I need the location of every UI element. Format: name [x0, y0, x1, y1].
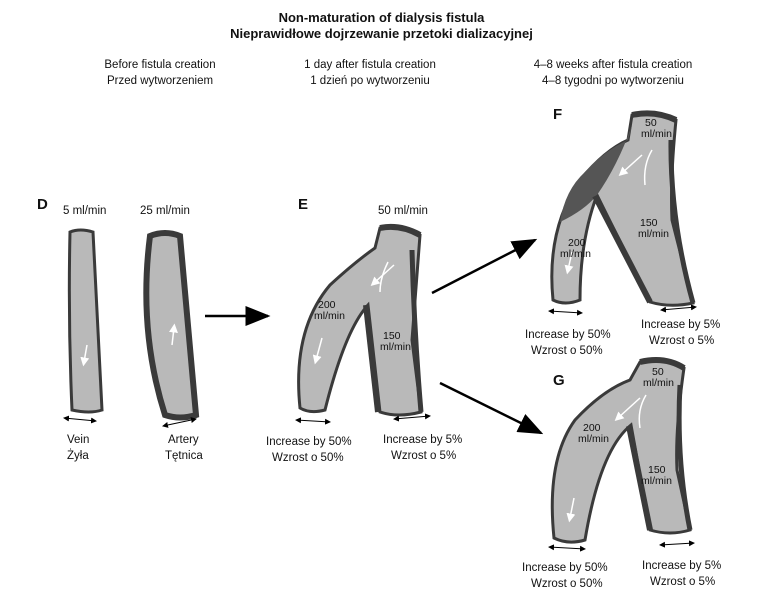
column-header-before-pl: Przed wytworzeniem	[106, 75, 214, 87]
column-header-weeks-en: 4–8 weeks after fistula creation	[533, 59, 693, 71]
panel-d-artery-flow: 25 ml/min	[140, 205, 190, 217]
panel-d-artery-label-en: Artery	[168, 434, 199, 446]
panel-label-e: E	[298, 196, 309, 213]
panel-label-f: F	[553, 106, 563, 123]
panel-label-d: D	[37, 196, 48, 213]
panel-e-vein-diameter-arrow	[295, 417, 331, 425]
panel-g-top-flow-unit: ml/min	[643, 377, 674, 389]
panel-g-top-flow-value: 50	[652, 366, 664, 378]
panel-f-fistula	[550, 110, 696, 307]
panel-d-vein-diameter-arrow	[63, 415, 97, 424]
panel-f-artery-change-pl: Wzrost o 5%	[649, 335, 715, 347]
panel-e-vein-flow-unit: ml/min	[314, 310, 345, 322]
panel-f-top-flow-unit: ml/min	[641, 128, 672, 140]
panel-d-artery-diameter-arrow	[162, 417, 197, 428]
panel-d-vein-flow: 5 ml/min	[63, 205, 107, 217]
panel-d-vein-label-en: Vein	[67, 434, 90, 446]
panel-f-top-flow-value: 50	[645, 117, 657, 129]
panel-e-artery-flow-unit: ml/min	[380, 341, 411, 353]
panel-label-g: G	[553, 372, 565, 389]
panel-d-vein-label-pl: Żyła	[67, 450, 89, 462]
panel-f-artery-flow-value: 150	[640, 217, 658, 229]
panel-f-artery-flow-unit: ml/min	[638, 228, 669, 240]
column-header-day1-pl: 1 dzień po wytworzeniu	[310, 75, 430, 87]
panel-d-vein	[67, 228, 104, 414]
panel-f-vein-change-pl: Wzrost o 50%	[531, 345, 603, 357]
panel-g-vein-change-en: Increase by 50%	[522, 562, 608, 574]
panel-g-vein-diameter-arrow	[548, 544, 586, 552]
panel-f-vein-diameter-arrow	[548, 308, 583, 316]
arrow-e-to-f	[431, 238, 538, 295]
panel-e-artery-flow-value: 150	[383, 330, 401, 342]
panel-e-artery-change-pl: Wzrost o 5%	[391, 450, 457, 462]
panel-f-vein-change-en: Increase by 50%	[525, 329, 611, 341]
panel-e-fistula	[297, 223, 424, 417]
panel-g-artery-change-pl: Wzrost o 5%	[650, 576, 716, 588]
column-header-before-en: Before fistula creation	[104, 59, 216, 71]
panel-g-artery-flow-unit: ml/min	[641, 475, 672, 487]
panel-g-fistula	[550, 357, 693, 544]
panel-g-vein-flow-unit: ml/min	[578, 433, 609, 445]
figure-title-en: Non-maturation of dialysis fistula	[278, 10, 485, 25]
panel-g-vein-flow-value: 200	[583, 422, 601, 434]
column-header-weeks-pl: 4–8 tygodni po wytworzeniu	[542, 75, 684, 87]
panel-g-artery-flow-value: 150	[648, 464, 666, 476]
panel-e-artery-change-en: Increase by 5%	[383, 434, 463, 446]
panel-e-artery-diameter-arrow	[393, 413, 431, 422]
panel-e-vein-change-pl: Wzrost o 50%	[272, 452, 344, 464]
panel-f-vein-flow-unit: ml/min	[560, 248, 591, 260]
panel-d-artery	[143, 230, 200, 421]
panel-d-artery-label-pl: Tętnica	[165, 450, 203, 462]
panel-g-artery-diameter-arrow	[659, 540, 695, 548]
column-header-day1-en: 1 day after fistula creation	[304, 59, 436, 71]
panel-e-vein-flow-value: 200	[318, 299, 336, 311]
panel-f-artery-change-en: Increase by 5%	[641, 319, 721, 331]
arrow-e-to-g	[439, 381, 544, 435]
panel-g-vein-change-pl: Wzrost o 50%	[531, 578, 603, 590]
panel-f-vein-flow-value: 200	[568, 237, 586, 249]
panel-e-vein-change-en: Increase by 50%	[266, 436, 352, 448]
panel-e-top-flow: 50 ml/min	[378, 205, 428, 217]
figure-title-pl: Nieprawidłowe dojrzewanie przetoki diali…	[230, 26, 533, 41]
panel-f-artery-diameter-arrow	[660, 304, 697, 313]
panel-g-artery-change-en: Increase by 5%	[642, 560, 722, 572]
